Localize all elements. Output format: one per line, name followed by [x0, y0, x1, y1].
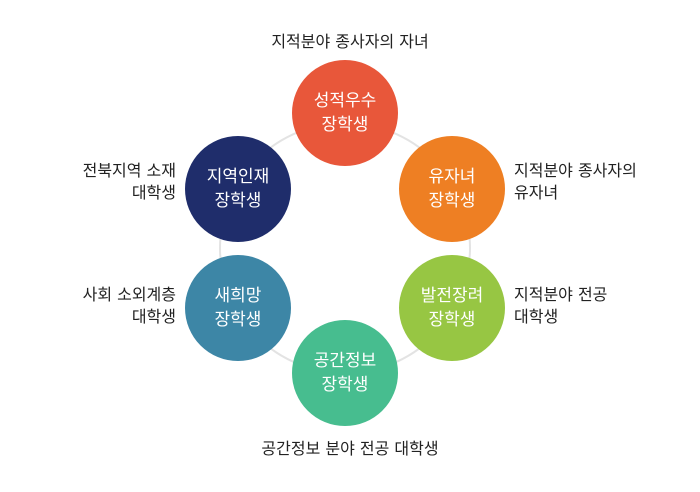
development-scholarship-line1: 발전장려	[420, 286, 484, 306]
orphan-scholarship-circle: 유자녀 장학생	[399, 136, 505, 242]
new-hope-description: 사회 소외계층 대학생	[83, 284, 176, 328]
new-hope-scholarship-line1: 새희망	[214, 286, 262, 306]
new-hope-description-line2: 대학생	[131, 307, 176, 326]
spatial-info-scholarship-line2: 장학생	[321, 375, 369, 395]
development-scholarship-line2: 장학생	[428, 310, 476, 330]
local-talent-description-line1: 전북지역 소재	[82, 161, 176, 180]
local-talent-scholarship-line1: 지역인재	[206, 167, 270, 187]
new-hope-scholarship-circle: 새희망 장학생	[185, 255, 291, 361]
new-hope-scholarship-line2: 장학생	[214, 310, 262, 330]
merit-scholarship-line2: 장학생	[321, 115, 369, 135]
local-talent-scholarship-circle: 지역인재 장학생	[185, 136, 291, 242]
merit-scholarship-circle: 성적우수 장학생	[292, 60, 398, 166]
spatial-info-description-line1: 공간정보 분야 전공 대학생	[261, 439, 439, 458]
new-hope-description-line1: 사회 소외계층	[82, 285, 176, 304]
local-talent-description-line2: 대학생	[131, 183, 176, 202]
local-talent-description: 전북지역 소재 대학생	[83, 160, 176, 204]
orphan-scholarship-line2: 장학생	[428, 191, 476, 211]
spatial-info-scholarship-line1: 공간정보	[313, 351, 377, 371]
development-description: 지적분야 전공 대학생	[514, 284, 607, 328]
merit-description-line1: 지적분야 종사자의 자녀	[271, 32, 429, 51]
merit-scholarship-line1: 성적우수	[313, 91, 377, 111]
development-description-line2: 대학생	[514, 307, 559, 326]
orphan-scholarship-line1: 유자녀	[428, 167, 476, 187]
merit-description: 지적분야 종사자의 자녀	[0, 31, 700, 53]
local-talent-scholarship-line2: 장학생	[214, 191, 262, 211]
orphan-description-line1: 지적분야 종사자의	[514, 161, 637, 180]
spatial-info-description: 공간정보 분야 전공 대학생	[0, 438, 700, 460]
orphan-description: 지적분야 종사자의 유자녀	[514, 160, 637, 204]
development-scholarship-circle: 발전장려 장학생	[399, 255, 505, 361]
spatial-info-scholarship-circle: 공간정보 장학생	[292, 320, 398, 426]
orphan-description-line2: 유자녀	[514, 183, 559, 202]
development-description-line1: 지적분야 전공	[514, 285, 608, 304]
